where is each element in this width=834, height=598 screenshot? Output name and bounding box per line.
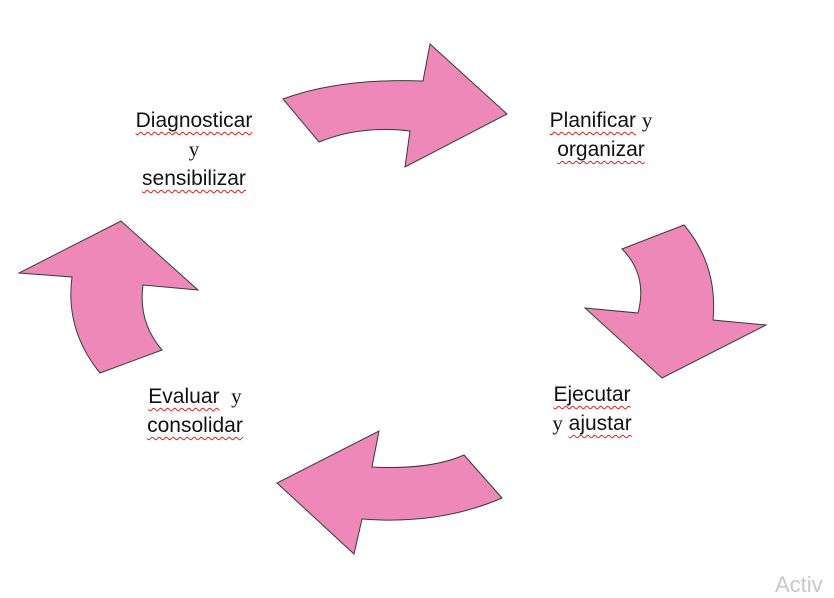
- step-diagnosticar: Diagnosticar y sensibilizar: [136, 106, 253, 193]
- step-word: Evaluar: [148, 385, 220, 408]
- arrow-left: [17, 220, 200, 374]
- arrow-bottom: [276, 430, 503, 555]
- step-word: sensibilizar: [142, 167, 246, 190]
- step-conjunction: y: [552, 411, 563, 435]
- arrow-right: [583, 224, 768, 379]
- step-word: Diagnosticar: [135, 109, 253, 132]
- step-word: consolidar: [147, 414, 243, 437]
- step-conjunction: y: [188, 137, 200, 161]
- step-word: Ejecutar: [553, 383, 631, 406]
- step-ejecutar: Ejecutar y ajustar: [552, 380, 631, 438]
- step-planificar: Planificar y organizar: [550, 106, 653, 164]
- step-evaluar: Evaluar y consolidar: [147, 382, 243, 440]
- step-word: organizar: [557, 138, 645, 161]
- step-conjunction: y: [231, 384, 242, 408]
- step-conjunction: y: [641, 108, 653, 132]
- activation-watermark: Activ: [775, 572, 823, 597]
- arrow-top: [282, 43, 508, 168]
- step-word: ajustar: [568, 412, 632, 435]
- step-word: Planificar: [549, 109, 637, 132]
